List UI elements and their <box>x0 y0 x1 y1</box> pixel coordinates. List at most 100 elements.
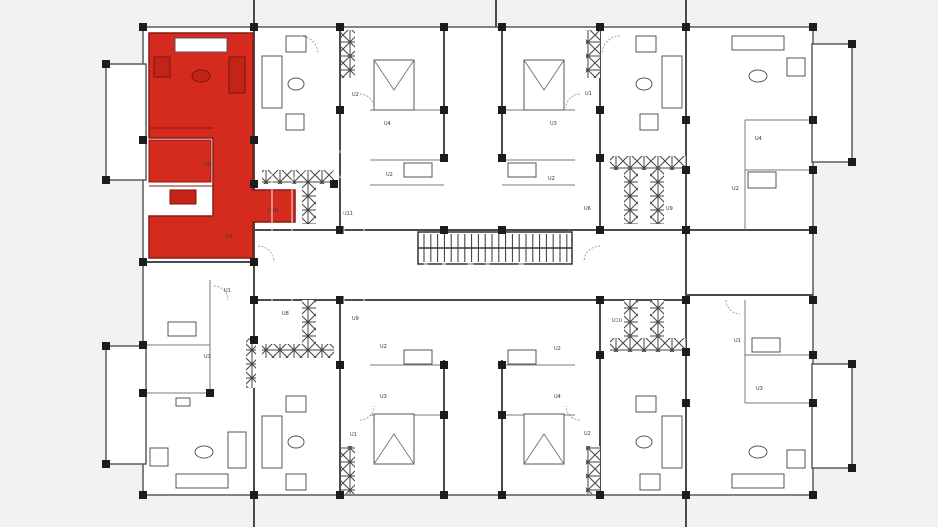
column <box>596 491 604 499</box>
room-label: U1 <box>350 432 357 438</box>
room-label: U3 <box>380 394 387 400</box>
column <box>809 399 817 407</box>
column <box>139 491 147 499</box>
column <box>848 40 856 48</box>
column <box>682 491 690 499</box>
room-label: U3 <box>204 162 211 168</box>
column <box>139 389 147 397</box>
column <box>682 116 690 124</box>
column <box>682 348 690 356</box>
column <box>440 154 448 162</box>
column <box>336 491 344 499</box>
room-label: U6 <box>584 206 591 212</box>
column <box>250 491 258 499</box>
column <box>336 361 344 369</box>
highlighted-apartment[interactable] <box>148 32 296 259</box>
column <box>440 411 448 419</box>
column <box>102 342 110 350</box>
column <box>596 106 604 114</box>
hatched-blocks <box>246 30 686 494</box>
column <box>809 116 817 124</box>
column <box>139 258 147 266</box>
room-label: U10 <box>268 208 278 214</box>
column <box>498 154 506 162</box>
column <box>440 226 448 234</box>
column <box>250 258 258 266</box>
room-label: U1 <box>224 288 231 294</box>
column <box>336 23 344 31</box>
column <box>330 180 338 188</box>
column <box>682 296 690 304</box>
column <box>848 464 856 472</box>
column <box>102 176 110 184</box>
room-label: U2 <box>554 346 561 352</box>
room-label: U8 <box>282 311 289 317</box>
column <box>250 180 258 188</box>
structural-columns <box>102 23 856 499</box>
column <box>102 60 110 68</box>
column <box>336 296 344 304</box>
column <box>250 23 258 31</box>
column <box>809 296 817 304</box>
column <box>596 226 604 234</box>
interior-walls <box>143 27 813 495</box>
room-label: U2 <box>584 431 591 437</box>
watermark: LUNA I M O B I L I A R E <box>271 133 663 330</box>
watermark-subtitle: I M O B I L I A R E <box>388 311 663 325</box>
column <box>440 106 448 114</box>
column <box>498 23 506 31</box>
watermark-title: LUNA <box>386 256 549 302</box>
room-label: U2 <box>732 186 739 192</box>
column <box>809 226 817 234</box>
column <box>336 226 344 234</box>
room-label: U2 <box>352 92 359 98</box>
room-label: U3 <box>756 386 763 392</box>
room-label: U4 <box>755 136 762 142</box>
column <box>596 23 604 31</box>
room-label: U3 <box>550 121 557 127</box>
column <box>596 351 604 359</box>
room-label: U10 <box>612 318 622 324</box>
column <box>682 226 690 234</box>
column <box>848 158 856 166</box>
room-label: U11 <box>343 211 353 217</box>
column <box>809 166 817 174</box>
room-label: U4 <box>384 121 391 127</box>
furniture <box>149 35 806 491</box>
room-label: U2 <box>386 172 393 178</box>
column <box>498 411 506 419</box>
column <box>206 389 214 397</box>
column <box>498 226 506 234</box>
column <box>139 23 147 31</box>
column <box>682 166 690 174</box>
column <box>250 336 258 344</box>
room-label: U4 <box>554 394 561 400</box>
column <box>682 23 690 31</box>
column <box>498 106 506 114</box>
column <box>336 106 344 114</box>
column <box>139 136 147 144</box>
room-label: U2 <box>226 234 233 240</box>
column <box>682 399 690 407</box>
door-swings <box>213 35 741 421</box>
staircase <box>417 231 573 265</box>
column <box>596 154 604 162</box>
room-label: U1 <box>734 338 741 344</box>
column <box>848 360 856 368</box>
column <box>498 491 506 499</box>
column <box>440 23 448 31</box>
column <box>596 296 604 304</box>
column <box>809 351 817 359</box>
column <box>809 23 817 31</box>
column <box>440 491 448 499</box>
column <box>250 296 258 304</box>
room-labels: U2 U4 U2 U1 U3 U2 U4 U2 U3 U2 U10 U11 U6… <box>204 91 763 438</box>
room-label: U9 <box>666 206 673 212</box>
room-label: U9 <box>352 316 359 322</box>
room-label: U1 <box>585 91 592 97</box>
room-label: U2 <box>548 176 555 182</box>
column <box>809 491 817 499</box>
room-label: U2 <box>380 344 387 350</box>
column <box>102 460 110 468</box>
